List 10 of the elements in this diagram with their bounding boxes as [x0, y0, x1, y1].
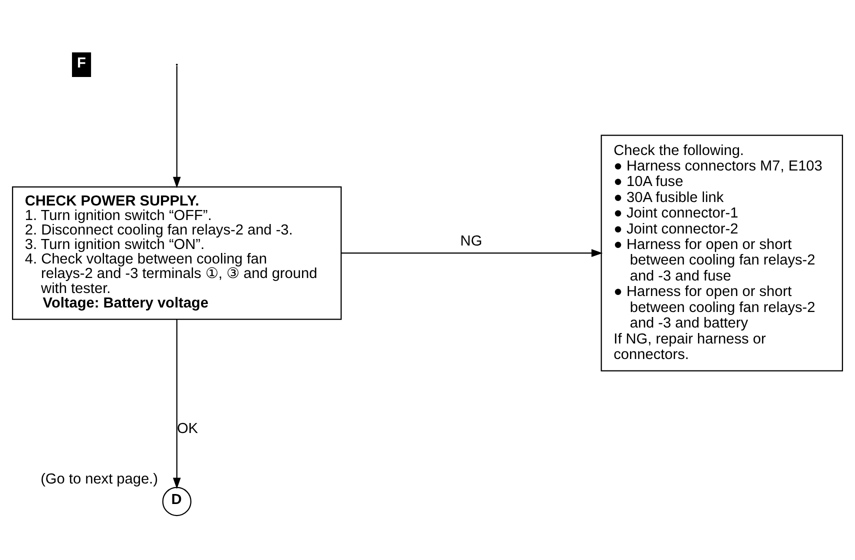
- node-circle: D: [162, 486, 192, 516]
- arrow: [172, 320, 181, 489]
- arrow: [341, 249, 603, 258]
- arrow: [172, 66, 181, 188]
- node-box: Check the following. ● Harness connectors M7, E103 ● 10A fuse ● 30A fusible link ● Joint connector-1 ● Joint connector-2 ● Harness for open or short between cooling fan relays-2 and -3 and fuse ● Harness for open or short between cooling fan relays-2 and -3 and battery If NG, repair harness or connectors.: [600, 134, 844, 372]
- node-box: CHECK POWER SUPPLY. 1. Turn ignition switch “OFF”. 2. Disconnect cooling fan relays-2 and -3. 3. Turn ignition switch “ON”. 4. Check voltage between cooling fan relays-2 and -3 terminals ①, ③ and ground with tester. Voltage: Battery voltage: [12, 186, 342, 320]
- edge-label: OK: [176, 420, 198, 437]
- edge-label: NG: [460, 234, 482, 250]
- node-label: (Go to next page.): [40, 471, 158, 488]
- label: F: [77, 55, 86, 72]
